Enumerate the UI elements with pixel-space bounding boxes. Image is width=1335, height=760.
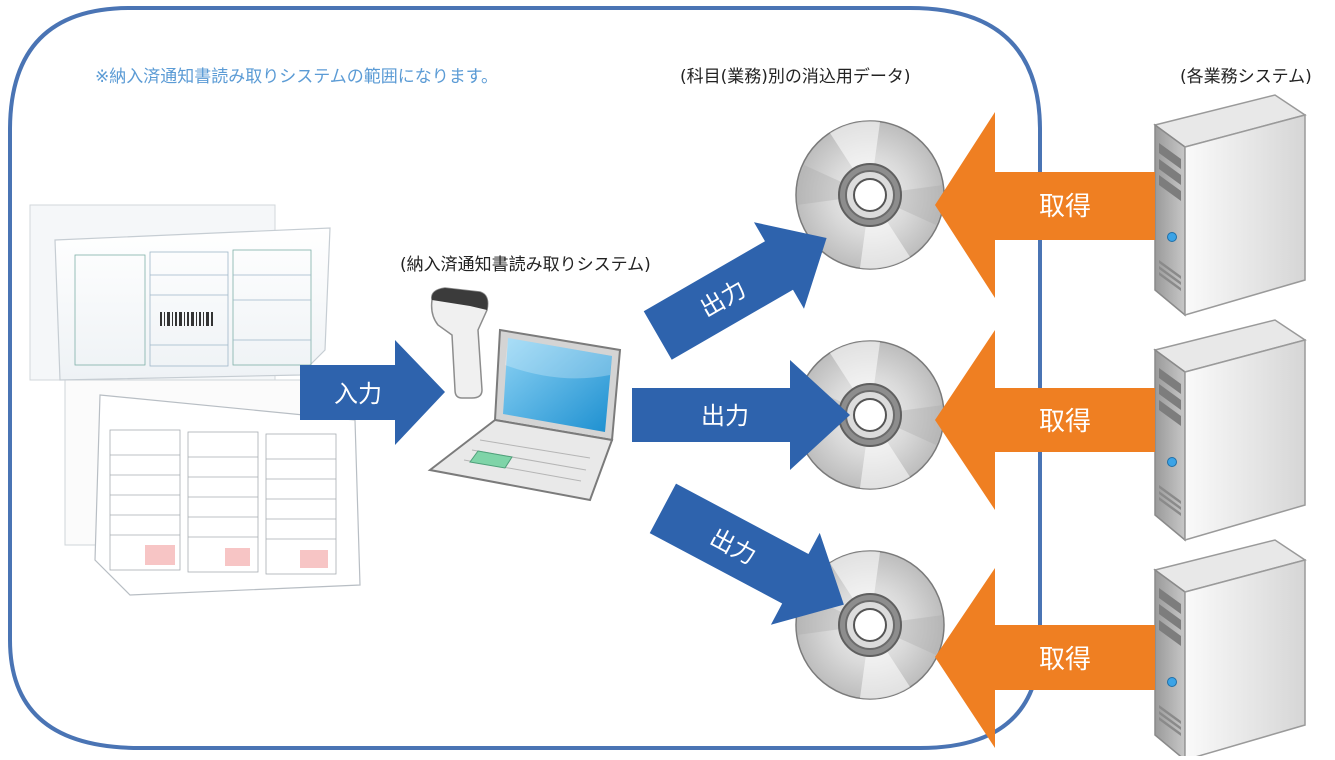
output-arrow-3: 出力	[649, 483, 844, 625]
output-arrow-label-2: 出力	[701, 402, 749, 430]
server-icon	[1154, 539, 1306, 760]
data-label: (科目(業務)別の消込用データ)	[680, 67, 911, 87]
acquire-arrow-3: 取得	[935, 568, 1155, 748]
acquire-arrow-label-3: 取得	[1039, 645, 1091, 675]
laptop-icon	[427, 328, 622, 502]
acquire-arrow-label-1: 取得	[1039, 192, 1091, 222]
acquire-arrow-1: 取得	[935, 112, 1155, 298]
server-icon	[1154, 94, 1306, 316]
acquire-arrow-label-2: 取得	[1039, 407, 1091, 437]
scope-boundary	[8, 6, 1042, 750]
output-arrow-1: 出力	[643, 222, 827, 360]
input-arrow: 入力	[300, 340, 445, 445]
barcode-scanner-icon	[430, 287, 489, 399]
business-systems-label: (各業務システム)	[1180, 67, 1312, 87]
acquire-arrow-2: 取得	[935, 330, 1155, 510]
scope-note: ※納入済通知書読み取りシステムの範囲になります。	[95, 67, 499, 87]
system-label: (納入済通知書読み取りシステム)	[400, 255, 651, 275]
document-stack-icon	[29, 204, 361, 596]
output-arrow-2: 出力	[632, 360, 850, 470]
input-arrow-label: 入力	[334, 380, 382, 408]
server-icon	[1154, 319, 1306, 541]
